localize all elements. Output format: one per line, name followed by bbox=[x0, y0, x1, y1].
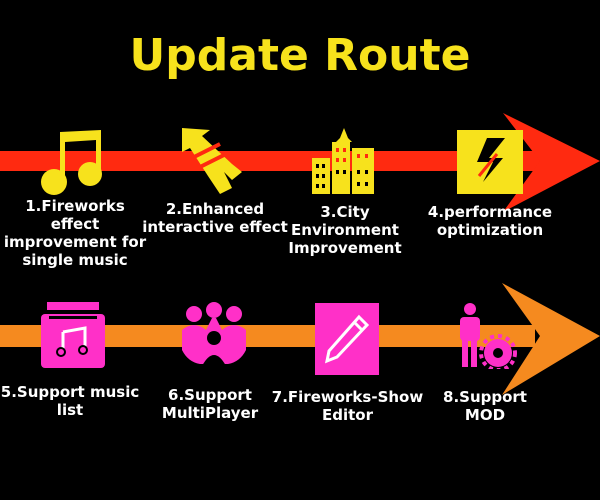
people-group-icon bbox=[182, 302, 246, 366]
row2-arrow bbox=[0, 283, 600, 395]
page-title: Update Route bbox=[129, 30, 471, 81]
step-2-label: 2.Enhanced interactive effect bbox=[142, 200, 288, 236]
step-4-label: 4.performance optimization bbox=[427, 203, 553, 239]
lightning-box-icon bbox=[457, 130, 523, 194]
pencil-edit-icon bbox=[315, 303, 379, 375]
music-library-icon bbox=[41, 302, 105, 368]
firework-rocket-icon bbox=[182, 128, 242, 194]
city-buildings-icon bbox=[312, 128, 374, 194]
row1-arrow bbox=[0, 113, 600, 212]
step-8-label: 8.Support MOD bbox=[443, 388, 527, 424]
step-5-label: 5.Support music list bbox=[0, 383, 140, 419]
step-3-label: 3.City Environment Improvement bbox=[288, 203, 402, 257]
step-6-label: 6.Support MultiPlayer bbox=[161, 386, 259, 422]
music-note-icon bbox=[41, 130, 102, 195]
step-1-label: 1.Fireworks effect improvement for singl… bbox=[3, 197, 147, 269]
person-gear-icon bbox=[460, 303, 517, 369]
step-7-label: 7.Fireworks-Show Editor bbox=[271, 388, 424, 424]
